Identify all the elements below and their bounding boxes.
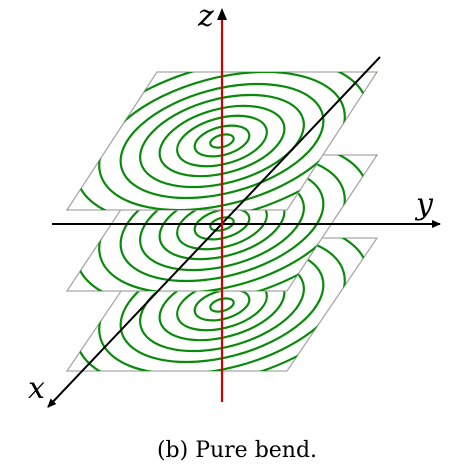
z-axis-arrowhead xyxy=(217,8,227,20)
z-axis-label: z xyxy=(197,0,214,34)
figure-caption: (b) Pure bend. xyxy=(156,438,318,463)
y-axis-label: y xyxy=(414,187,434,222)
x-axis xyxy=(47,56,381,408)
x-axis-label: x xyxy=(28,371,45,406)
